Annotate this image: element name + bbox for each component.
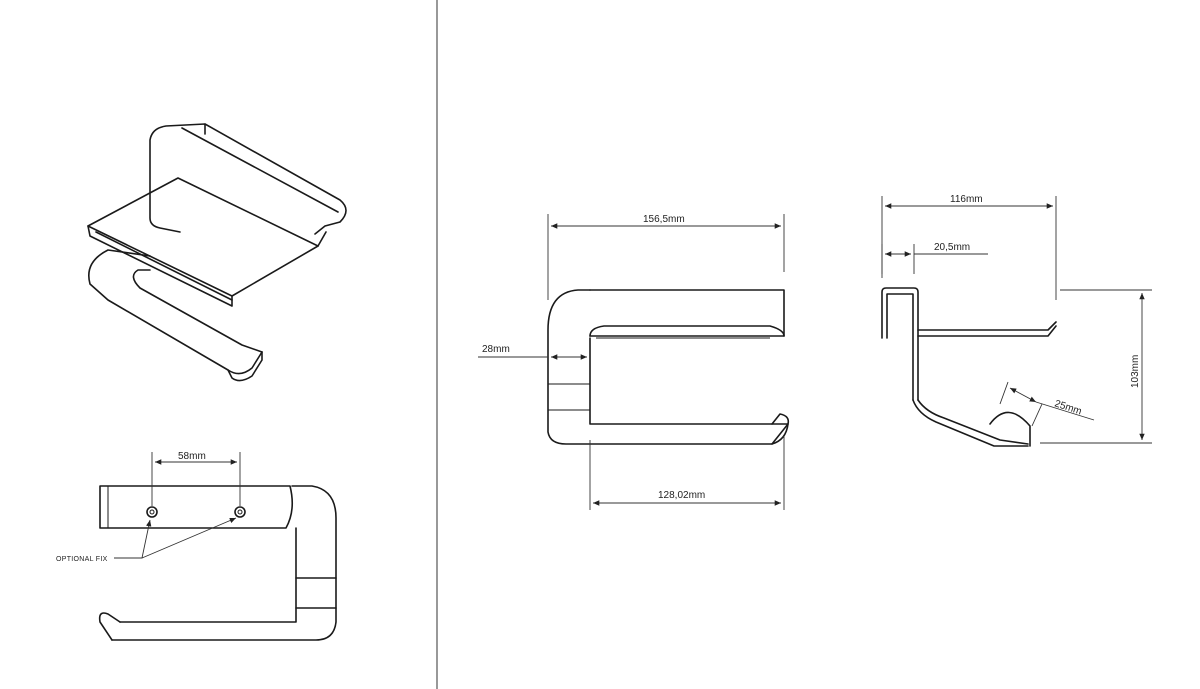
front-view: 58mm OPTIONAL FIX [56,451,337,641]
dim-28mm: 28mm [482,344,510,355]
dim-58mm: 58mm [178,451,206,462]
fix-hole-left [146,506,158,518]
label-optional-fix: OPTIONAL FIX [56,556,108,563]
isometric-view [87,123,347,382]
fix-hole-right [234,506,246,518]
dim-25mm: 25mm [1053,398,1083,417]
side-view: 116mm 20,5mm 103mm 25mm [881,194,1152,447]
dim-156-5mm: 156,5mm [643,214,685,225]
dim-20-5mm: 20,5mm [934,242,970,253]
dim-116mm: 116mm [950,194,983,205]
top-view: 156,5mm 128,02mm 28mm [478,214,790,510]
dim-128-02mm: 128,02mm [658,490,705,501]
dim-103mm: 103mm [1130,355,1141,388]
